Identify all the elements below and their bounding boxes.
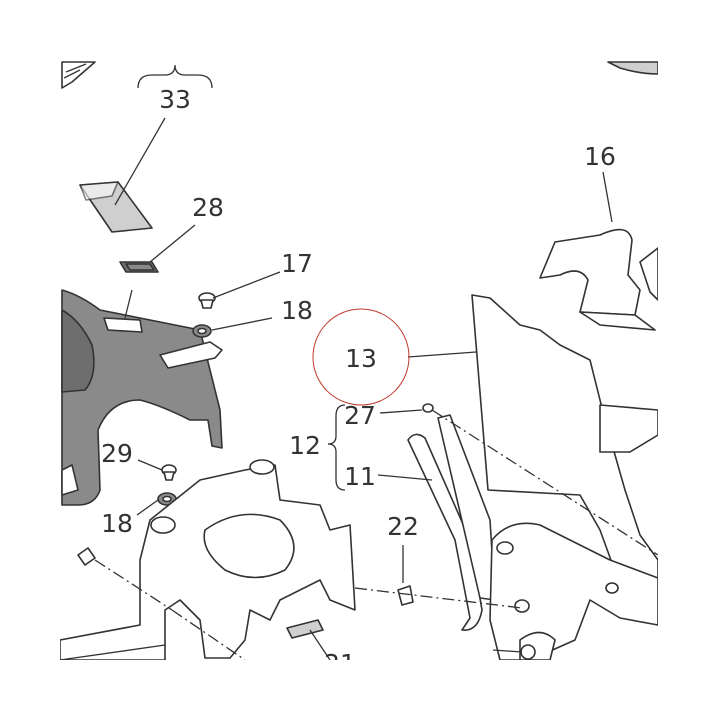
part-17-screw — [198, 292, 216, 309]
frame-mask-bottom — [0, 660, 720, 720]
part-top-right-fragment — [607, 61, 659, 75]
dash-panel-mount — [431, 409, 659, 556]
part-top-left-fragment — [61, 61, 96, 89]
part-11-bracket — [407, 414, 496, 631]
part-28-grommet — [119, 261, 159, 273]
callout-28: 28 — [192, 193, 224, 222]
hatch-line — [65, 63, 87, 73]
frame-mask-top — [0, 0, 720, 60]
leader-28 — [149, 224, 196, 263]
part-21-strip — [286, 619, 324, 639]
leader-11 — [377, 474, 433, 481]
brace-33 — [137, 64, 213, 89]
part-33-decal — [79, 181, 153, 233]
brace-12 — [327, 404, 346, 491]
leader-29 — [137, 459, 163, 471]
dash-lower-left — [171, 609, 246, 661]
part-dark-fairing — [61, 289, 223, 506]
callout-33: 33 — [159, 85, 191, 114]
leader-13 — [407, 351, 477, 358]
hatch-line — [63, 69, 81, 79]
callout-16: 16 — [584, 142, 616, 171]
callout-22: 22 — [387, 512, 419, 541]
callout-18-lower: 18 — [101, 509, 133, 538]
callout-18-upper: 18 — [281, 296, 313, 325]
part-18-washer-upper — [192, 324, 212, 338]
part-lower-bracket — [59, 459, 356, 661]
callout-12: 12 — [289, 431, 321, 460]
part-16-cover — [539, 228, 659, 331]
part-clip-left — [77, 547, 96, 566]
bracket-tab-upper — [159, 341, 223, 369]
callout-13: 13 — [345, 344, 377, 373]
leader-33 — [114, 117, 166, 206]
part-27-washer — [422, 403, 434, 413]
leader-18b — [136, 499, 159, 516]
part-bottom-screw — [492, 644, 536, 660]
leader-21 — [309, 629, 331, 661]
dash-clip-left — [94, 559, 173, 611]
leader-16 — [602, 171, 613, 223]
part-29-screw — [161, 464, 177, 481]
callout-27: 27 — [344, 401, 376, 430]
part-22-clip — [397, 585, 414, 606]
leader-28b — [124, 289, 133, 319]
dash-clip-22 — [354, 587, 523, 609]
callout-29: 29 — [101, 439, 133, 468]
callout-11: 11 — [344, 462, 376, 491]
leader-27 — [379, 409, 423, 414]
highlight-circle-13 — [312, 308, 410, 406]
part-13-panel — [471, 294, 659, 601]
leader-lower-left — [59, 644, 166, 661]
callout-17: 17 — [281, 249, 313, 278]
leader-18a — [211, 317, 273, 331]
leader-17 — [212, 271, 281, 299]
frame-mask-right — [658, 0, 720, 720]
frame-mask-left — [0, 0, 60, 720]
